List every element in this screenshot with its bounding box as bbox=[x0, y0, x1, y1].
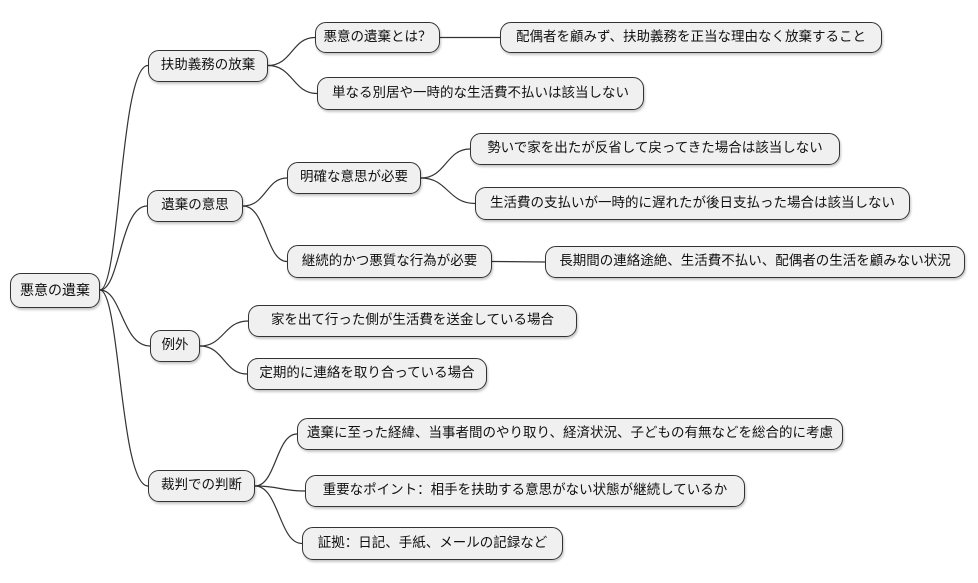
node-comprehensive-consideration: 遺棄に至った経緯、当事者間のやり取り、経済状況、子どもの有無などを総合的に考慮 bbox=[297, 418, 843, 450]
node-evidence-records: 証拠：日記、手紙、メールの記録など bbox=[302, 527, 563, 560]
edge-root-to-court bbox=[99, 289, 149, 487]
edge-root-to-exceptions bbox=[99, 289, 151, 347]
edge-root-to-support-duty bbox=[99, 64, 149, 291]
node-exceptions: 例外 bbox=[150, 330, 200, 362]
edge-support-to-mere-separation bbox=[267, 64, 318, 95]
edge-exceptions-to-sending bbox=[199, 320, 249, 347]
node-late-payment-not-applicable: 生活費の支払いが一時的に遅れたが後日支払った場合は該当しない bbox=[475, 187, 910, 220]
node-left-home-but-returned: 勢いで家を出たが反省して戻ってきた場合は該当しない bbox=[470, 133, 840, 165]
node-court-judgment: 裁判での判断 bbox=[148, 470, 255, 502]
node-what-is-malicious-abandonment: 悪意の遺棄とは？ bbox=[315, 22, 440, 53]
edge-court-to-evidence bbox=[254, 485, 303, 545]
edge-intent-to-continuous bbox=[242, 205, 288, 263]
node-regular-contact: 定期的に連絡を取り合っている場合 bbox=[247, 358, 487, 390]
node-clear-intent-required: 明確な意思が必要 bbox=[287, 162, 421, 194]
node-long-term-neglect-situation: 長期間の連絡途絶、生活費不払い、配偶者の生活を顧みない状況 bbox=[545, 246, 965, 278]
edge-continuous-to-longterm bbox=[491, 260, 546, 263]
edge-intent-to-clear-intent bbox=[242, 177, 288, 207]
node-continuous-malicious-conduct: 継続的かつ悪質な行為が必要 bbox=[287, 245, 492, 278]
edge-court-to-consideration bbox=[254, 433, 298, 487]
edge-court-to-keypoint bbox=[254, 485, 306, 492]
node-abandonment-of-support-duty: 扶助義務の放棄 bbox=[148, 50, 268, 82]
edge-root-to-intent bbox=[99, 205, 148, 291]
node-sending-living-expenses: 家を出て行った側が生活費を送金している場合 bbox=[248, 305, 577, 337]
edge-clearintent-to-returned bbox=[420, 148, 471, 179]
node-root-malicious-abandonment: 悪意の遺棄 bbox=[10, 273, 100, 308]
edge-clearintent-to-latepay bbox=[420, 177, 476, 205]
edge-exceptions-to-contact bbox=[199, 345, 248, 375]
node-definition-detail: 配偶者を顧みず、扶助義務を正当な理由なく放棄すること bbox=[500, 22, 882, 53]
node-mere-separation-not-applicable: 単なる別居や一時的な生活費不払いは該当しない bbox=[317, 77, 644, 110]
node-key-point-continuity: 重要なポイント：相手を扶助する意思がない状態が継続しているか bbox=[305, 475, 745, 507]
node-intent-to-abandon: 遺棄の意思 bbox=[147, 190, 243, 222]
edge-support-to-whatis bbox=[267, 36, 316, 67]
